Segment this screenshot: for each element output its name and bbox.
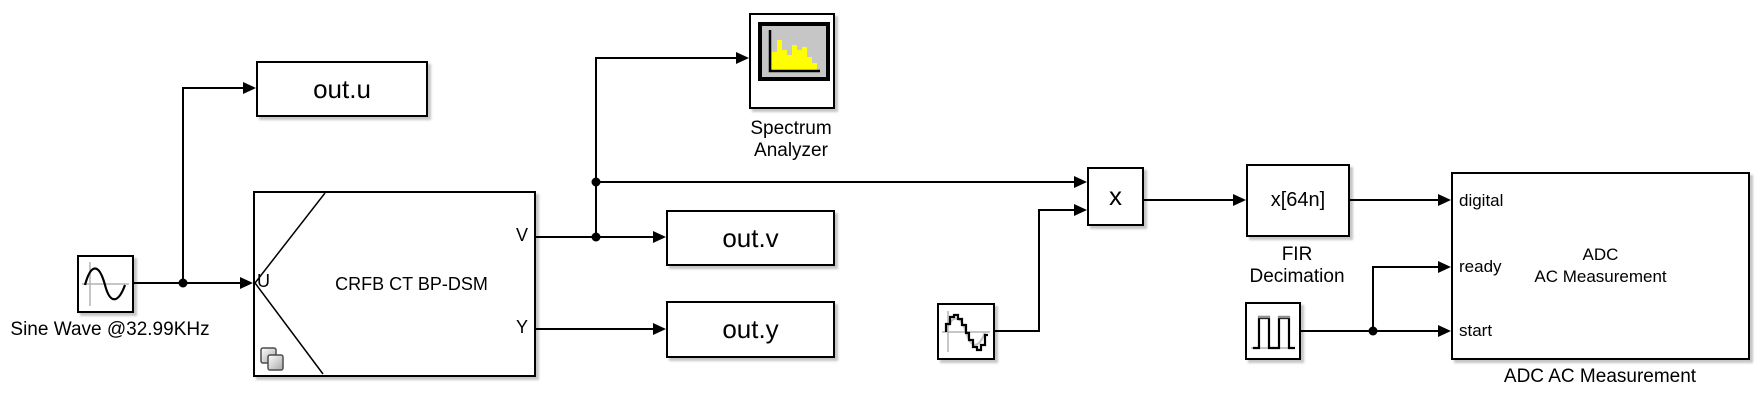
sampled-sine-block[interactable] (937, 303, 995, 360)
spectrum-screen (758, 22, 830, 81)
spectrum-icon (768, 30, 820, 73)
wire-branch-to-out-u[interactable] (182, 87, 245, 283)
subsystem-badge-icon (260, 347, 284, 371)
crfb-port-label-u: U (257, 271, 270, 291)
fir-decimation-label: FIR Decimation (1249, 244, 1345, 287)
crfb-block-name: CRFB CT BP-DSM (335, 273, 488, 294)
adc-block-title: ADC AC Measurement (1534, 245, 1667, 286)
spectrum-analyzer-label: Spectrum Analyzer (750, 118, 832, 161)
out-v-block[interactable]: out.v (666, 210, 835, 266)
adc-port-label-digital: digital (1459, 191, 1504, 210)
out-y-label: out.y (722, 314, 779, 344)
out-u-label: out.u (313, 73, 371, 104)
adc-port-label-ready: ready (1459, 257, 1502, 276)
product-block[interactable]: x (1087, 167, 1144, 226)
product-label: x (1109, 181, 1122, 211)
sampled-sine-icon (942, 311, 990, 352)
fir-decimation-block[interactable]: x[64n] (1246, 164, 1350, 237)
adc-measurement-block[interactable]: ADC AC Measurement (1451, 172, 1750, 360)
adc-port-label-start: start (1459, 321, 1493, 340)
crfb-subsystem-block[interactable]: CRFB CT BP-DSM (253, 191, 536, 377)
crfb-chevron-lines (255, 193, 326, 375)
sine-wave-label: Sine Wave @32.99KHz (10, 319, 210, 340)
out-y-block[interactable]: out.y (666, 301, 835, 358)
out-v-label: out.v (722, 222, 779, 253)
crfb-port-label-y: Y (515, 317, 528, 337)
crfb-port-label-v: V (515, 225, 528, 245)
adc-measurement-label: ADC AC Measurement (1503, 366, 1697, 387)
pulse-generator-block[interactable] (1245, 302, 1301, 360)
sine-wave-block[interactable] (77, 255, 134, 313)
wire-sampled-sine-to-product[interactable] (994, 209, 1076, 332)
spectrum-analyzer-block[interactable] (749, 13, 835, 109)
out-u-block[interactable]: out.u (256, 61, 428, 117)
fir-block-name: x[64n] (1270, 189, 1326, 211)
pulse-icon (1251, 315, 1295, 350)
sine-wave-icon (82, 262, 129, 306)
